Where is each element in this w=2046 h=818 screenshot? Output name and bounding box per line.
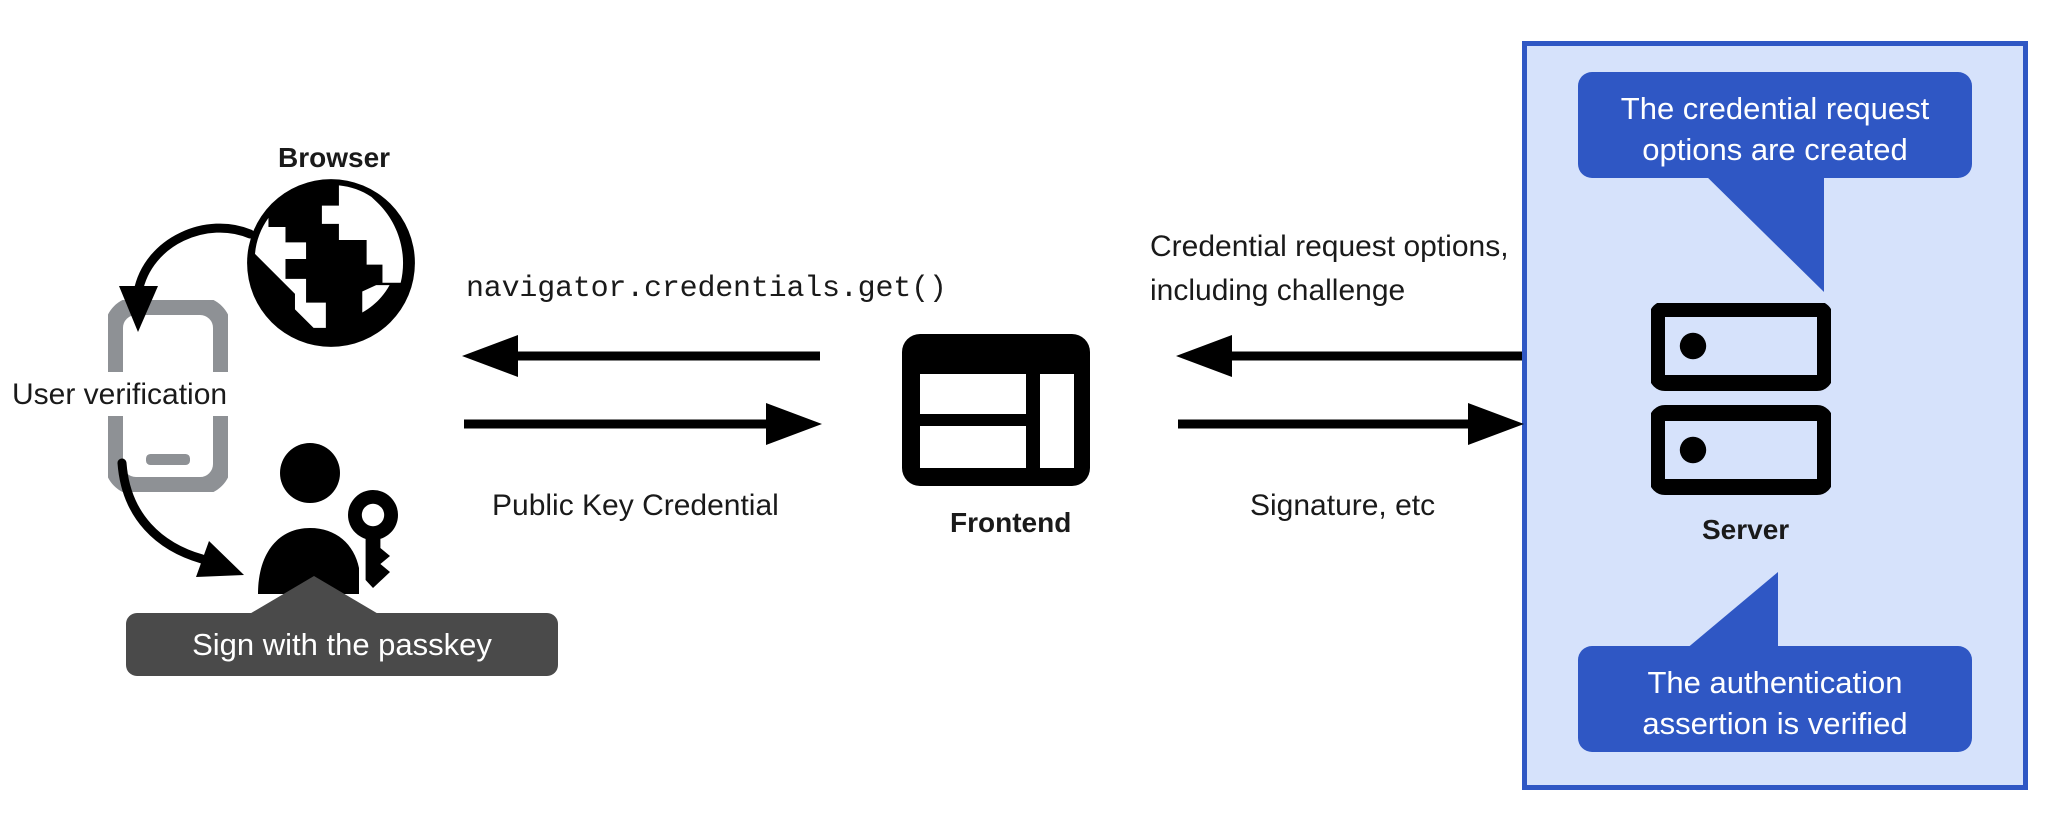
signature-etc-label: Signature, etc [1250, 489, 1436, 522]
frontend-to-server-arrow [1178, 403, 1524, 445]
user-verification-text-backdrop [0, 372, 258, 416]
browser-to-device-arrow [119, 223, 255, 332]
frontend-label: Frontend [950, 507, 1072, 538]
user-verification-label: User verification [12, 378, 228, 411]
web-layout-icon [902, 334, 1090, 486]
server-callout-bottom-line2: assertion is verified [1642, 705, 1908, 741]
server-callout-bottom: The authentication assertion is verified [1578, 646, 1972, 752]
server-to-frontend-arrow [1176, 335, 1522, 377]
server-callout-bottom-line1: The authentication [1647, 665, 1903, 700]
server-callout-top: The credential request options are creat… [1578, 72, 1972, 178]
device-to-user-arrow [117, 458, 244, 577]
browser-to-frontend-arrow [464, 403, 822, 445]
passkey-tooltip: Sign with the passkey [126, 613, 558, 676]
public-key-credential-label: Public Key Credential [492, 489, 779, 522]
credential-request-options-line1: Credential request options, [1150, 230, 1509, 263]
server-callout-top-tail [1700, 170, 1824, 292]
server-callout-top-line1: The credential request [1620, 91, 1930, 126]
server-rack-icon [1651, 303, 1831, 495]
passkey-tooltip-tail [236, 576, 392, 622]
server-callout-top-line2: options are created [1642, 131, 1908, 167]
frontend-to-browser-arrow [462, 335, 820, 377]
navigator-credentials-get-label: navigator.credentials.get() [466, 272, 947, 306]
credential-request-options-line2: including challenge [1150, 274, 1406, 307]
server-label: Server [1702, 514, 1790, 545]
browser-label: Browser [278, 142, 391, 173]
globe-icon [247, 179, 415, 347]
person-with-key-icon [258, 443, 398, 594]
